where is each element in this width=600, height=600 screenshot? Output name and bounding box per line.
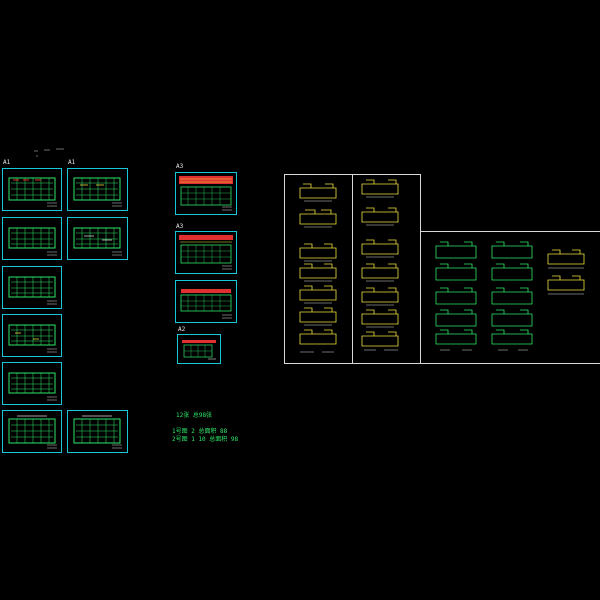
floor-plan [8, 372, 57, 401]
drawing-sheet[interactable] [175, 172, 237, 215]
title-mark [34, 148, 64, 157]
drawing-sheet[interactable] [67, 410, 128, 453]
drawing-sheet[interactable] [175, 280, 237, 323]
floor-plan [8, 324, 57, 353]
floor-plan [73, 227, 122, 256]
panel-divider [352, 174, 353, 364]
floor-plan [8, 276, 57, 305]
sheet-label-a1-right: A1 [68, 159, 76, 166]
elevation-drawing [179, 176, 233, 211]
sheet-label-a1-left: A1 [3, 159, 11, 166]
drawing-sheet[interactable] [2, 217, 62, 260]
drawing-sheet[interactable] [175, 231, 237, 274]
summary-note-total: 12张 总98张 [176, 412, 213, 419]
elevation-panel-right[interactable] [420, 231, 600, 364]
drawing-sheet[interactable] [67, 168, 128, 211]
drawing-sheet[interactable] [2, 362, 62, 405]
floor-plan [8, 177, 57, 207]
drawing-sheet[interactable] [177, 334, 221, 364]
floor-plan [8, 415, 57, 449]
summary-note-size2: 2号图 1 10 总面积 98 [172, 436, 239, 443]
sheet-label-a2: A2 [178, 326, 186, 333]
floor-plan [73, 415, 122, 449]
summary-note-size1: 1号图 2 总面积 88 [172, 428, 228, 435]
drawing-sheet[interactable] [67, 217, 128, 260]
detail-drawing [182, 340, 216, 360]
sheet-label-a3-mid: A3 [176, 223, 184, 230]
drawing-sheet[interactable] [2, 410, 62, 453]
floor-plan [8, 227, 57, 256]
drawing-sheet[interactable] [2, 266, 62, 309]
drawing-sheet[interactable] [2, 168, 62, 211]
drawing-sheet[interactable] [2, 314, 62, 357]
elevation-drawing [179, 235, 233, 270]
floor-plan [73, 177, 122, 207]
elevation-drawing [180, 289, 232, 319]
sheet-label-a3-top: A3 [176, 163, 184, 170]
